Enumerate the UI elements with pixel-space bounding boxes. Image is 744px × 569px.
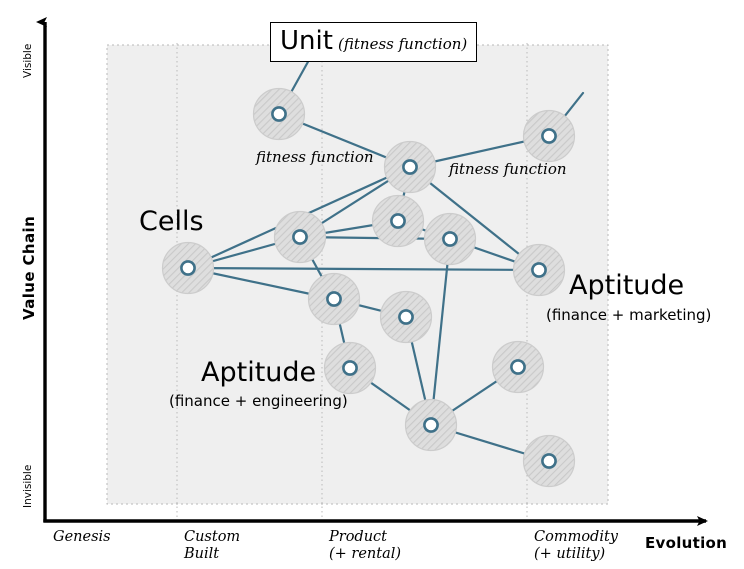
graph-node-H[interactable]: [512, 243, 566, 297]
node-dot[interactable]: [342, 360, 358, 376]
x-tick-custom-built-line2: Built: [184, 546, 220, 562]
nodes-layer: [161, 87, 576, 488]
x-tick-product-line1: Product: [329, 529, 387, 545]
x-tick-custom-built: Custom Built: [184, 529, 240, 563]
fitness-function-right-label: fitness function: [449, 160, 567, 178]
graph-node-I[interactable]: [307, 272, 361, 326]
x-tick-custom-built-line1: Custom: [184, 529, 241, 545]
graph-node-A[interactable]: [252, 87, 306, 141]
edge-D-H: [186, 266, 541, 272]
node-dot[interactable]: [541, 128, 557, 144]
aptitude-marketing-label: Aptitude: [569, 270, 685, 301]
aptitude-engineering-sublabel: (finance + engineering): [169, 392, 348, 410]
node-dot[interactable]: [271, 106, 287, 122]
graph-node-J[interactable]: [379, 290, 433, 344]
x-tick-commodity-line2: (+ utility): [534, 546, 606, 562]
edge-G-L: [429, 237, 452, 427]
node-dot[interactable]: [541, 453, 557, 469]
y-axis-label: Value Chain: [20, 215, 38, 320]
cells-label: Cells: [139, 206, 204, 237]
node-dot[interactable]: [531, 262, 547, 278]
y-axis-top-label: Visible: [22, 43, 34, 78]
node-dot[interactable]: [398, 309, 414, 325]
node-dot[interactable]: [442, 231, 458, 247]
node-dot[interactable]: [180, 260, 196, 276]
x-tick-product: Product (+ rental): [329, 529, 401, 563]
graph-node-D[interactable]: [161, 241, 215, 295]
node-dot[interactable]: [402, 159, 418, 175]
node-dot[interactable]: [390, 213, 406, 229]
y-axis-bottom-label: Invisible: [22, 464, 34, 508]
graph-node-F[interactable]: [371, 194, 425, 248]
graph-node-B[interactable]: [383, 140, 437, 194]
x-tick-genesis: Genesis: [53, 529, 111, 546]
aptitude-marketing-sublabel: (finance + marketing): [546, 306, 712, 324]
unit-callout-title: Unit: [280, 26, 333, 56]
aptitude-engineering-label: Aptitude: [201, 357, 317, 388]
node-dot[interactable]: [510, 359, 526, 375]
unit-callout-subtitle: (fitness function): [338, 35, 468, 53]
node-dot[interactable]: [292, 229, 308, 245]
edge-B-H: [408, 165, 541, 272]
node-dot[interactable]: [423, 417, 439, 433]
graph-node-C[interactable]: [522, 109, 576, 163]
axes: [36, 17, 708, 526]
fitness-function-left-label: fitness function: [256, 148, 374, 166]
graph-node-N[interactable]: [522, 434, 576, 488]
graph-node-L[interactable]: [404, 398, 458, 452]
x-tick-commodity: Commodity (+ utility): [534, 529, 618, 563]
x-axis-label: Evolution: [645, 534, 728, 552]
x-tick-genesis-line1: Genesis: [53, 529, 111, 545]
x-tick-commodity-line1: Commodity: [534, 529, 618, 545]
x-tick-product-line2: (+ rental): [329, 546, 402, 562]
graph-node-K[interactable]: [323, 341, 377, 395]
graph-node-E[interactable]: [273, 210, 327, 264]
graph-node-G[interactable]: [423, 212, 477, 266]
unit-callout-box: Unit (fitness function): [270, 22, 478, 62]
node-dot[interactable]: [326, 291, 342, 307]
graph-node-M[interactable]: [491, 340, 545, 394]
